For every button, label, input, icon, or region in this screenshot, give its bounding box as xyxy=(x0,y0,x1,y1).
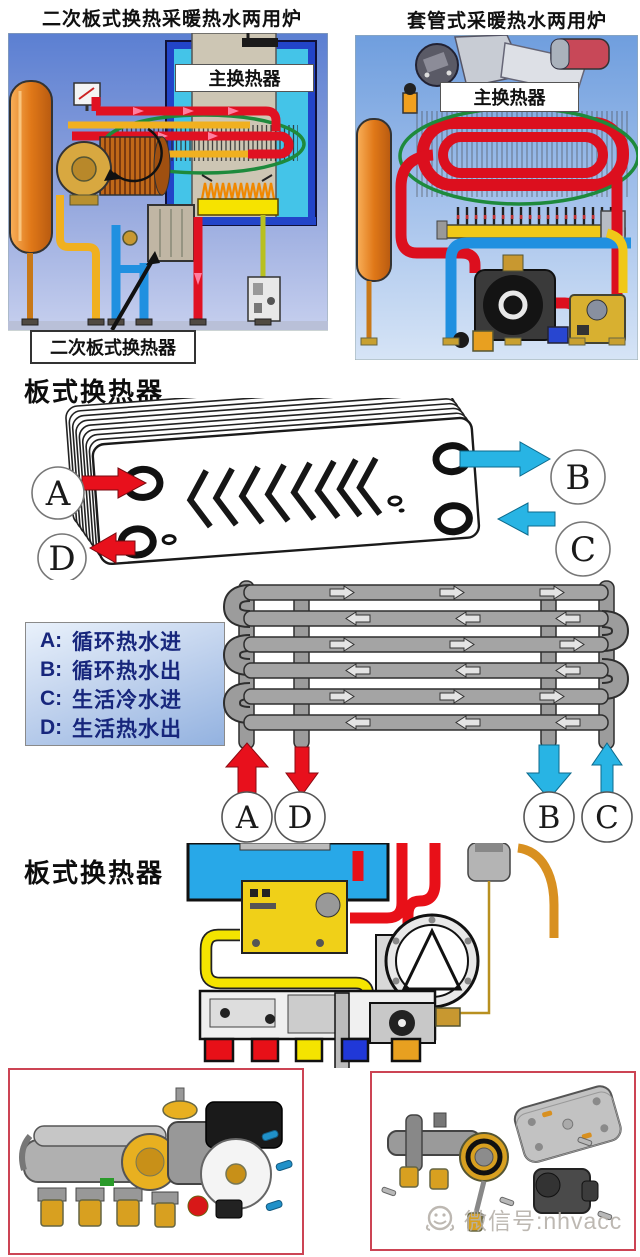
legend-key: A: xyxy=(40,628,63,652)
flow-pipes-lower xyxy=(21,195,281,326)
expansion-tank xyxy=(356,118,392,338)
main-hx-label-left: 主换热器 xyxy=(175,64,314,92)
stub-heating-return xyxy=(390,1037,422,1063)
legend-key: C: xyxy=(40,686,63,710)
port-b-marker: B xyxy=(566,458,591,498)
hydraulic-group-photo-box xyxy=(8,1068,304,1255)
port-direction-arrows xyxy=(224,742,623,800)
blue-screws xyxy=(261,1129,293,1211)
valve-manifold-part xyxy=(387,1112,509,1232)
gas-pipes xyxy=(199,928,375,1005)
arrow-b-out xyxy=(459,441,552,477)
port-markers: A D B C xyxy=(221,791,633,843)
port-markers: A D B C xyxy=(31,449,611,580)
assembly-section-title: 板式换热器 xyxy=(24,858,165,888)
gas-valve xyxy=(547,294,626,344)
arrow-d-down xyxy=(285,746,319,796)
air-vent-valve xyxy=(402,83,418,114)
flow-pipes-upper xyxy=(68,97,281,131)
pipe-flanges xyxy=(360,337,626,346)
port-d-marker: D xyxy=(48,539,75,579)
legend-text: 生活热水出 xyxy=(72,717,182,741)
connection-stubs xyxy=(203,1037,422,1063)
rail-flow-arrows xyxy=(329,585,585,730)
cold-water-pipe xyxy=(445,237,631,338)
legend-row-d: D: 生活热水出 xyxy=(40,713,224,742)
rotation-arrow xyxy=(113,127,163,183)
three-way-valve xyxy=(369,1002,461,1044)
legend-key: B: xyxy=(40,657,63,681)
arrow-b-down xyxy=(525,744,573,800)
plate-hx-part xyxy=(513,1085,622,1163)
fan-pump-unit xyxy=(375,913,480,1009)
arrow-d-out xyxy=(88,532,136,564)
exploded-view-render xyxy=(381,1085,622,1232)
plate-hx-drawing: A D B C xyxy=(31,398,611,580)
tube-flow-diagram: A D B C xyxy=(221,580,633,843)
port-c-marker: C xyxy=(570,530,596,570)
hydraulic-assembly-diagram xyxy=(186,843,559,1068)
flow-pipes xyxy=(395,149,631,338)
flow-arrows xyxy=(81,441,556,564)
port-legend: A: 循环热水进 B: 循环热水出 C: 生活冷水进 D: 生活热水出 xyxy=(25,622,225,746)
legend-row-b: B: 循环热水出 xyxy=(40,655,224,684)
amber-pipe xyxy=(517,843,559,938)
arrow-a-in xyxy=(81,467,148,499)
chevron-pattern xyxy=(186,456,383,529)
main-heat-exchanger xyxy=(72,113,306,175)
gas-valve-block xyxy=(241,880,348,954)
secondary-hx-pointer-arrow xyxy=(110,251,160,332)
gas-pipe xyxy=(605,228,628,293)
burner xyxy=(166,174,316,225)
flow-port-c: C xyxy=(595,800,619,836)
hot-water-pipes xyxy=(350,843,441,933)
circulation-pump xyxy=(56,127,171,206)
tube-bends-fill xyxy=(224,586,628,722)
top-valve xyxy=(242,38,278,47)
top-cap xyxy=(162,1087,198,1120)
arrow-c-up xyxy=(591,742,623,798)
valve-motor-part xyxy=(533,1168,599,1214)
main-heat-exchanger xyxy=(398,106,638,206)
legend-key: D: xyxy=(40,715,63,739)
main-hx-label-right: 主换热器 xyxy=(440,82,579,112)
stub-cold-in xyxy=(340,1037,370,1063)
red-knob xyxy=(187,1195,209,1217)
flow-port-a: A xyxy=(235,800,259,836)
right-boiler-title: 套管式采暖热水两用炉 xyxy=(407,11,608,32)
stub-dhw-out xyxy=(250,1037,280,1063)
brass-valve xyxy=(122,230,138,246)
stub-heating-flow xyxy=(203,1037,235,1063)
brass-connections xyxy=(37,1187,179,1228)
fan-assembly xyxy=(402,35,610,114)
control-dial xyxy=(415,43,459,87)
pump xyxy=(167,1101,283,1219)
screws xyxy=(381,1136,613,1221)
arrow-a-up xyxy=(224,742,270,796)
flow-port-d: D xyxy=(288,800,313,836)
legend-text: 循环热水出 xyxy=(72,659,182,683)
circulation-pump xyxy=(474,254,556,341)
legend-text: 生活冷水进 xyxy=(72,688,182,712)
exploded-view-photo-box xyxy=(370,1071,636,1251)
arrow-c-in xyxy=(496,502,556,536)
expansion-tank xyxy=(9,80,53,321)
gas-valve xyxy=(247,276,281,322)
front-plate xyxy=(91,416,481,566)
hydraulic-group-render xyxy=(19,1087,293,1228)
flow-port-b: B xyxy=(538,800,561,836)
legend-row-a: A: 循环热水进 xyxy=(40,626,224,655)
legend-text: 循环热水进 xyxy=(72,630,182,654)
port-a-marker: A xyxy=(45,474,71,514)
stub-gas xyxy=(294,1037,324,1063)
floor xyxy=(8,321,328,330)
left-boiler-title: 二次板式换热采暖热水两用炉 xyxy=(42,9,303,30)
solenoid xyxy=(547,326,569,344)
right-boiler-diagram xyxy=(355,35,638,360)
pressure-relief-valve xyxy=(453,330,494,352)
secondary-hx-label: 二次板式换热器 xyxy=(30,330,196,364)
legend-row-c: C: 生活冷水进 xyxy=(40,684,224,713)
plate-stack xyxy=(65,398,481,566)
burner-manifold xyxy=(436,207,626,240)
